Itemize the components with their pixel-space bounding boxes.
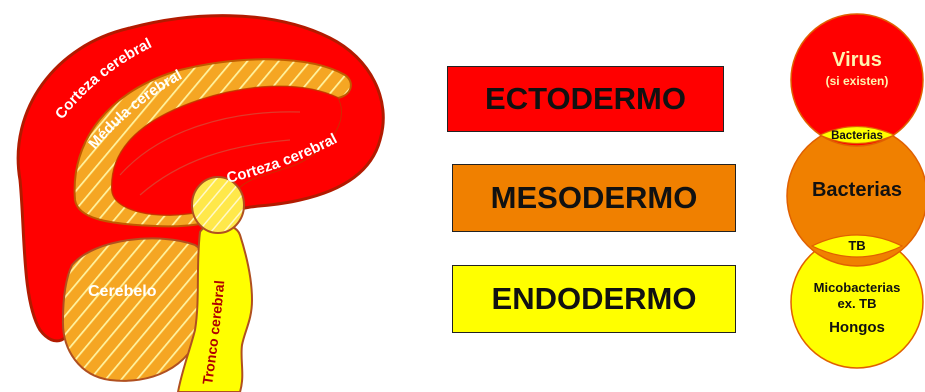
label-bacterias-small: Bacterias — [831, 130, 883, 142]
label-bacterias: Bacterias — [812, 179, 902, 201]
label-ex-tb: ex. TB — [837, 296, 876, 311]
label-hongos: Hongos — [829, 319, 885, 336]
label-micobacterias: Micobacterias — [814, 280, 901, 295]
endodermo-box: ENDODERMO — [452, 265, 736, 333]
ectodermo-box: ECTODERMO — [447, 66, 724, 132]
label-tb: TB — [848, 238, 865, 253]
label-virus-note: (si existen) — [826, 74, 889, 88]
talamo — [192, 177, 244, 233]
cerebelo — [63, 238, 207, 380]
label-cerebelo: Cerebelo — [88, 283, 157, 300]
label-virus: Virus — [832, 49, 882, 71]
mesodermo-box: MESODERMO — [452, 164, 736, 232]
